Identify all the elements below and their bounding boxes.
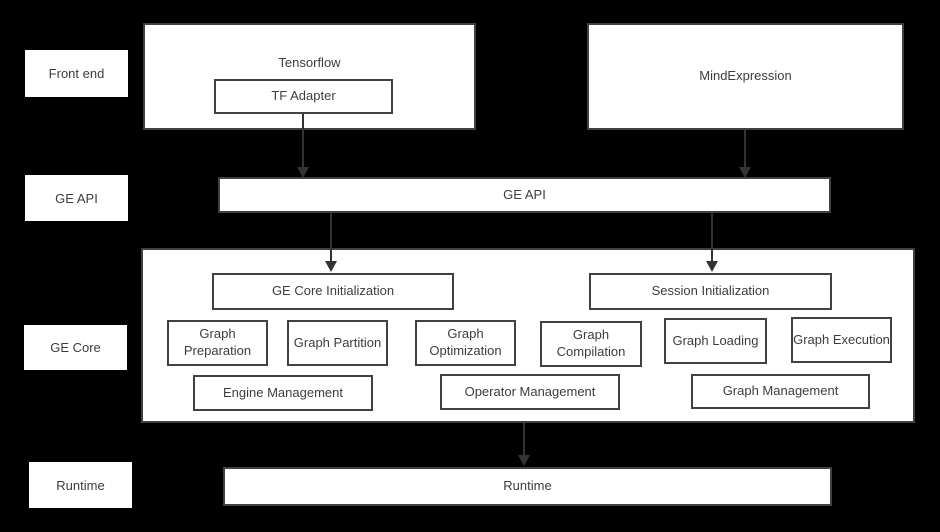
graph-preparation-box: Graph Preparation	[167, 320, 268, 366]
graph-execution-box: Graph Execution	[791, 317, 892, 363]
tf-adapter-box: TF Adapter	[214, 79, 393, 114]
session-initialization-box: Session Initialization	[589, 273, 832, 310]
graph-compilation-box: Graph Compilation	[540, 321, 642, 367]
runtime-bar: Runtime	[223, 467, 832, 506]
arrow-ge-api-to-ge-core-initialization	[325, 213, 337, 272]
engine-management-box: Engine Management	[193, 375, 373, 411]
row-label-runtime: Runtime	[29, 462, 132, 508]
row-label-ge-core: GE Core	[24, 325, 127, 370]
arrow-ge-api-to-session-initialization	[706, 213, 718, 272]
arrow-ge-core-to-runtime	[518, 423, 530, 466]
arrow-mind-expression-to-ge-api	[739, 130, 751, 178]
graph-optimization-box: Graph Optimization	[415, 320, 516, 366]
row-label-ge-api: GE API	[25, 175, 128, 221]
tensorflow-title: Tensorflow	[278, 55, 341, 70]
operator-management-box: Operator Management	[440, 374, 620, 410]
row-label-front-end: Front end	[25, 50, 128, 97]
graph-loading-box: Graph Loading	[664, 318, 767, 364]
mind-expression-box: MindExpression	[587, 23, 904, 130]
arrow-tf-adapter-to-ge-api	[297, 114, 309, 178]
ge-core-initialization-box: GE Core Initialization	[212, 273, 454, 310]
graph-partition-box: Graph Partition	[287, 320, 388, 366]
ge-api-bar: GE API	[218, 177, 831, 213]
graph-management-box: Graph Management	[691, 374, 870, 409]
